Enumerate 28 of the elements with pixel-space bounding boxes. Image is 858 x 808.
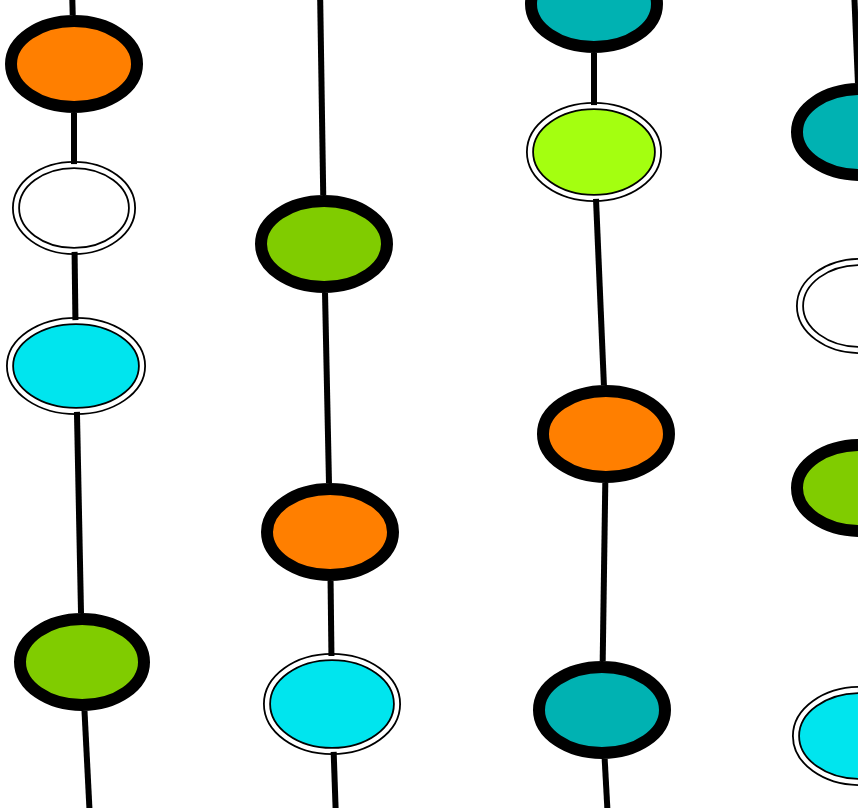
line <box>601 758 611 808</box>
line <box>69 0 76 16</box>
disc <box>533 661 671 759</box>
disc <box>537 385 675 483</box>
disc <box>791 83 858 181</box>
ring <box>6 317 146 415</box>
line <box>593 198 607 386</box>
ring <box>12 161 136 255</box>
line <box>327 580 335 657</box>
line <box>591 53 597 106</box>
ring <box>796 258 858 354</box>
line <box>330 751 339 808</box>
ring <box>792 686 858 786</box>
line <box>73 411 84 614</box>
ring <box>526 102 662 202</box>
line <box>71 113 77 165</box>
line <box>599 482 609 662</box>
line <box>81 710 93 808</box>
disc <box>261 483 399 581</box>
disc <box>791 439 858 537</box>
line <box>317 0 327 196</box>
disc <box>5 15 143 113</box>
disc <box>255 195 393 293</box>
line <box>71 251 79 321</box>
line <box>322 292 332 484</box>
ring <box>263 653 401 755</box>
line <box>851 0 858 84</box>
disc <box>14 613 150 711</box>
